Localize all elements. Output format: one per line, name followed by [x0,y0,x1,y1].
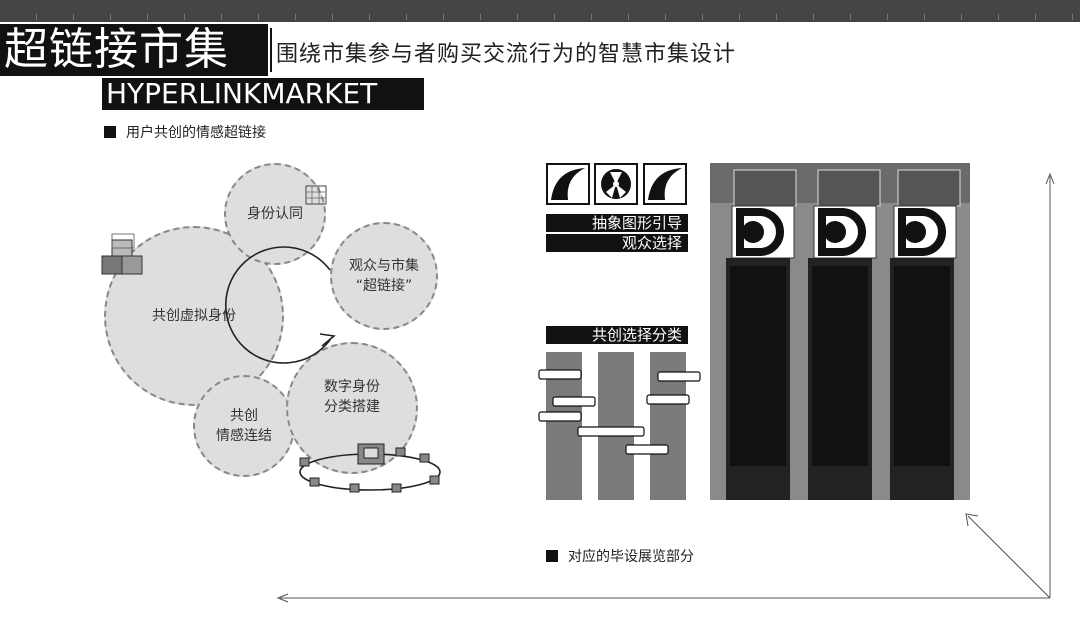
category-chips [538,369,701,455]
circle-label-line: 观众与市集 [349,258,419,274]
arrow-diagonal-head [965,513,979,527]
circle-label-line: 分类搭建 [324,399,380,415]
page-title: 超链接市集 [0,24,268,76]
legend-cocreation: 用户共创的情感超链接 [104,122,266,142]
platform-ring-icon [299,443,441,493]
top-toolbar [0,0,1080,22]
arrow-up-head [1045,172,1055,185]
abstract-icon-1 [546,163,590,205]
circle-label-line: 情感连结 [216,428,272,444]
cycle-arrow-head [319,333,336,347]
tag-audience-choice: 观众选择 [546,234,688,252]
category-chip [625,444,669,455]
circle-label-line: 共创 [230,408,258,424]
category-chip [538,411,582,422]
circle-label-line: “超链接” [355,278,413,294]
cube-grid-icon [305,185,327,205]
ruler-ticks [0,14,1080,20]
arrow-diagonal-line [967,515,1051,599]
legend-square [104,126,116,138]
arrow-left-head [276,593,289,603]
cycle-arrow [224,246,331,364]
screen-panel [733,169,961,207]
category-chip [538,369,582,380]
tag-cocreate-category: 共创选择分类 [546,326,688,344]
dark-stalls [726,258,954,500]
page-headline: 围绕市集参与者购买交流行为的智慧市集设计 [276,42,737,67]
legend-square [546,550,558,562]
circle-label: 数字身份分类搭建 [324,377,380,417]
legend-label: 用户共创的情感超链接 [126,125,266,141]
logo-boards [731,205,957,259]
category-chip [552,396,596,407]
legend-label: 对应的毕设展览部分 [568,549,694,565]
circle-hyperlink: 观众与市集 “超链接” [330,222,438,330]
circle-label: 身份认同 [247,206,303,222]
cube-cluster-icon [101,233,143,275]
tag-abstract-guide: 抽象图形引导 [546,214,688,232]
page-subtitle: HYPERLINKMARKET [102,78,424,110]
abstract-icon-3 [643,163,687,205]
category-chip [646,394,690,405]
category-chip [577,426,645,437]
circle-emotion: 共创情感连结 [193,375,295,477]
circle-label-line: 数字身份 [324,379,380,395]
legend-exhibition: 对应的毕设展览部分 [546,546,694,566]
category-bar [598,352,634,500]
category-chip [657,371,701,382]
frame-arrows [276,172,1055,603]
circle-label: 观众与市集 “超链接” [349,256,419,296]
circle-label: 共创虚拟身份 [152,308,236,324]
abstract-icon-2 [594,163,638,205]
exhibition-render [710,163,970,500]
circle-label: 共创情感连结 [216,406,272,446]
title-divider [270,28,272,72]
